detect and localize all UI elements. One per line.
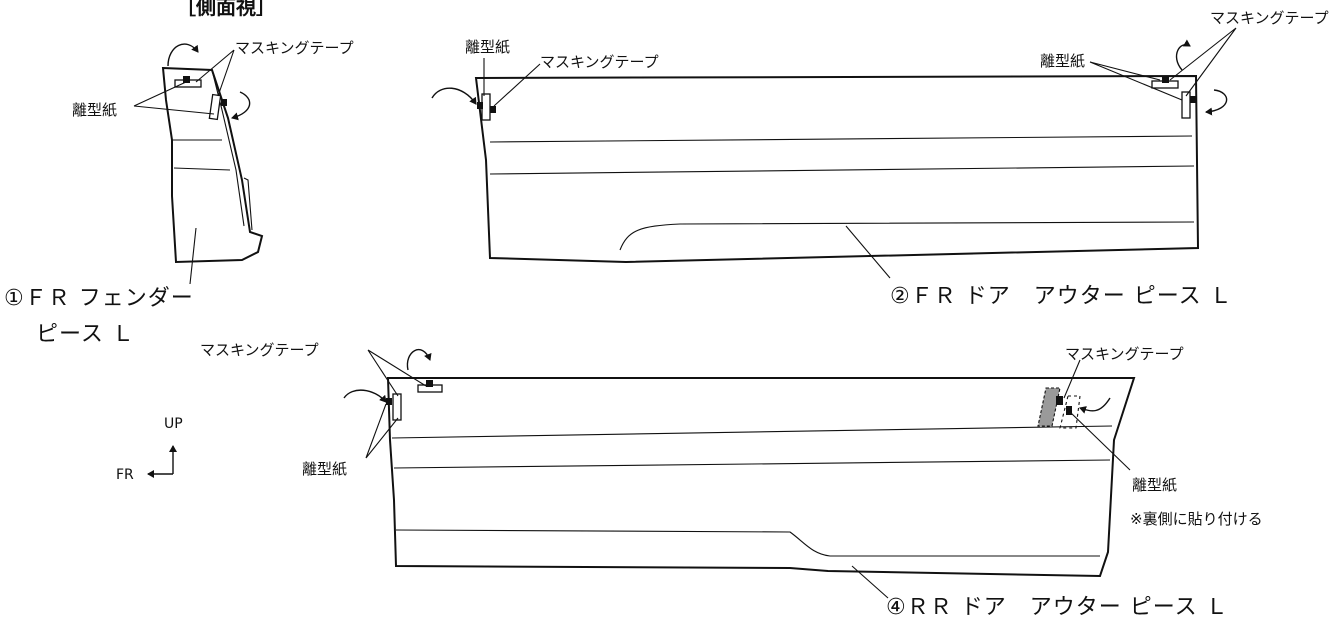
rr-door-masking-tape-rear xyxy=(1037,387,1061,427)
fr-door-peel-arrow-rear-side xyxy=(1205,89,1228,116)
fender-peel-arrow-side xyxy=(231,91,251,121)
fr-fender-inner-edge xyxy=(211,69,245,227)
fr-door-masking-tape-front xyxy=(481,93,491,121)
fr-door-release-paper-rear-side xyxy=(1190,96,1196,103)
fr-door-upper-crease xyxy=(489,135,1193,143)
fr-door-lower-crease xyxy=(489,165,1195,175)
fr-door-outline xyxy=(474,74,1200,264)
rr-door-masking-tape-label-front: マスキングテープ xyxy=(200,341,319,359)
rr-door-part-label: ④ＲＲ ドア アウター ピース Ｌ xyxy=(886,595,1229,619)
fr-door-leader-tape-front xyxy=(493,63,541,107)
rr-door-outer-piece xyxy=(343,348,1136,599)
fender-release-paper-label: 離型紙 xyxy=(72,101,117,119)
rr-door-release-paper-rear xyxy=(1056,396,1063,405)
fr-door-leader-tape-rear xyxy=(1169,27,1237,97)
fr-fender-part-label-2: ピース Ｌ xyxy=(36,322,135,347)
direction-up-label: UP xyxy=(164,416,183,432)
fr-door-peel-arrow-front xyxy=(431,87,477,105)
fender-part-leader xyxy=(189,227,197,285)
fender-leader-tape xyxy=(195,49,235,97)
fender-masking-tape-label: マスキングテープ xyxy=(235,39,354,57)
rr-door-peel-arrow-front-top xyxy=(406,348,432,371)
fender-masking-tape-side xyxy=(208,93,222,121)
fr-door-part-label: ②ＦＲ ドア アウター ピース Ｌ xyxy=(890,284,1233,309)
direction-indicator xyxy=(147,445,177,478)
rr-door-leader-paper-front xyxy=(365,403,399,459)
fr-door-masking-tape-label-front: マスキングテープ xyxy=(540,53,659,71)
rr-door-peel-arrow-rear xyxy=(1079,397,1111,414)
fender-peel-arrow-top xyxy=(167,43,199,67)
fr-door-masking-tape-rear-side xyxy=(1181,91,1191,119)
fr-door-outer-piece xyxy=(431,27,1237,279)
rr-door-release-paper-label-rear: 離型紙 xyxy=(1132,476,1177,494)
fr-door-release-paper-label-front: 離型紙 xyxy=(465,38,510,56)
fender-release-paper-side xyxy=(221,99,227,106)
rr-door-masking-tape-front-side xyxy=(392,393,402,421)
direction-fr-label: FR xyxy=(116,467,134,483)
rr-door-release-paper-front-top xyxy=(426,380,433,387)
rr-door-part-leader xyxy=(851,565,889,599)
fr-door-release-paper-label-rear: 離型紙 xyxy=(1040,52,1085,70)
rr-door-sill-line xyxy=(395,529,1100,557)
fender-release-paper-top xyxy=(183,76,190,83)
rr-door-outline xyxy=(386,377,1136,578)
fender-leader-paper xyxy=(133,81,215,115)
rr-door-masking-tape-label-rear: マスキングテープ xyxy=(1065,345,1184,363)
rr-door-release-paper-label-front: 離型紙 xyxy=(302,460,347,478)
rr-door-leader-paper-rear xyxy=(1069,411,1131,471)
rr-door-leader-tape-front xyxy=(367,349,427,397)
fr-door-release-paper-front-2 xyxy=(490,106,496,113)
rr-door-upper-crease xyxy=(391,425,1113,439)
fr-fender-piece xyxy=(133,43,264,285)
fr-fender-crease xyxy=(172,139,231,171)
rr-door-peel-arrow-front-side xyxy=(343,389,387,403)
rr-door-release-paper-front-side xyxy=(386,398,392,405)
diagram-title: ［側面視］ xyxy=(176,0,276,19)
fr-door-sill-line xyxy=(619,221,1195,251)
fr-door-release-paper-rear-top xyxy=(1162,76,1169,83)
fr-door-masking-tape-label-rear: マスキングテープ xyxy=(1210,9,1329,27)
fr-fender-part-label: ①ＦＲ フェンダー xyxy=(4,286,194,311)
rr-door-back-side-note: ※裏側に貼り付ける xyxy=(1130,510,1263,528)
fr-door-part-leader xyxy=(845,225,891,279)
rr-door-leader-tape-rear xyxy=(1063,359,1081,399)
rr-door-lower-crease xyxy=(393,459,1111,469)
fr-door-leader-paper-rear xyxy=(1089,61,1183,101)
fr-fender-notch xyxy=(243,177,253,231)
fr-door-release-paper-front xyxy=(477,102,483,109)
rr-door-release-paper-rear-2 xyxy=(1066,406,1072,415)
rr-door-back-side-tape xyxy=(1059,395,1081,429)
fr-door-peel-arrow-rear-top xyxy=(1175,39,1191,71)
